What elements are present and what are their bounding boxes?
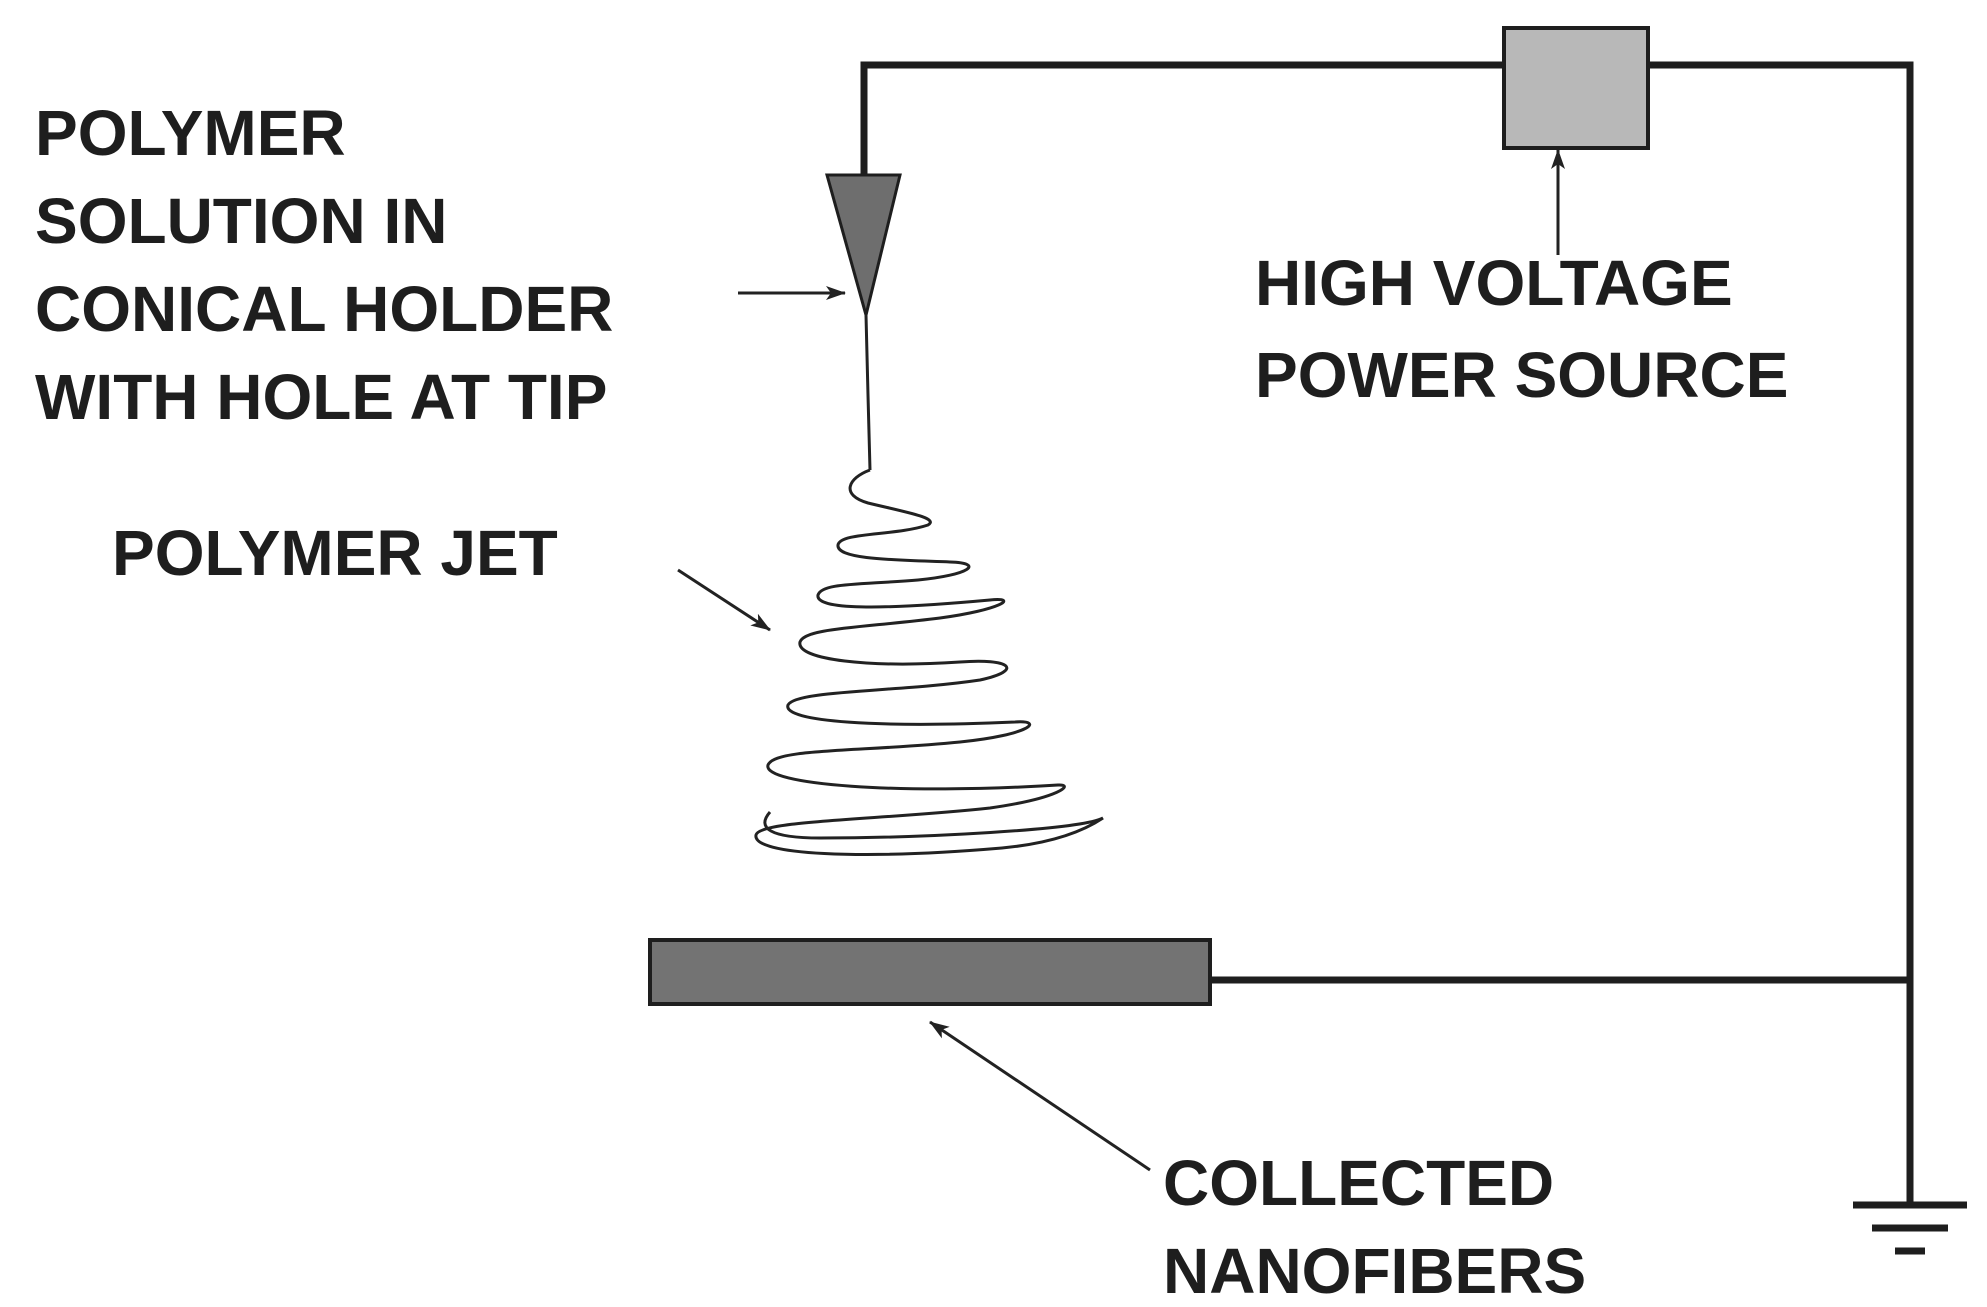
power-source-line-2: POWER SOURCE — [1255, 339, 1788, 411]
jet-stream — [864, 314, 872, 471]
arrow-to-collector — [929, 1020, 1151, 1172]
pointer-arrows — [677, 149, 1565, 1172]
wire-top-left — [860, 61, 1507, 179]
power-source-label: HIGH VOLTAGE POWER SOURCE — [1255, 247, 1788, 411]
conical-holder — [825, 173, 902, 321]
polymer-solution-label: POLYMER SOLUTION IN CONICAL HOLDER WITH … — [35, 97, 631, 433]
collected-nanofibers-line-1: COLLECTED — [1163, 1147, 1554, 1219]
polymer-jet-spiral — [754, 468, 1104, 856]
polymer-jet-label: POLYMER JET — [112, 517, 558, 589]
polymer-solution-line-4: WITH HOLE AT TIP — [35, 361, 607, 433]
polymer-solution-line-1: POLYMER — [35, 97, 346, 169]
arrow-to-jet — [677, 568, 771, 632]
wire-right — [1646, 61, 1914, 1209]
polymer-solution-line-2: SOLUTION IN — [35, 185, 447, 257]
power-source-line-1: HIGH VOLTAGE — [1255, 247, 1733, 319]
collected-nanofibers-label: COLLECTED NANOFIBERS — [1163, 1147, 1586, 1307]
power-source-box — [1502, 26, 1650, 150]
collector-plate — [648, 938, 1212, 1006]
polymer-solution-line-3: CONICAL HOLDER — [35, 273, 613, 345]
collected-nanofibers-line-2: NANOFIBERS — [1163, 1235, 1586, 1307]
circuit-wires — [860, 61, 1914, 1209]
ground-symbol-icon — [1853, 1201, 1967, 1255]
